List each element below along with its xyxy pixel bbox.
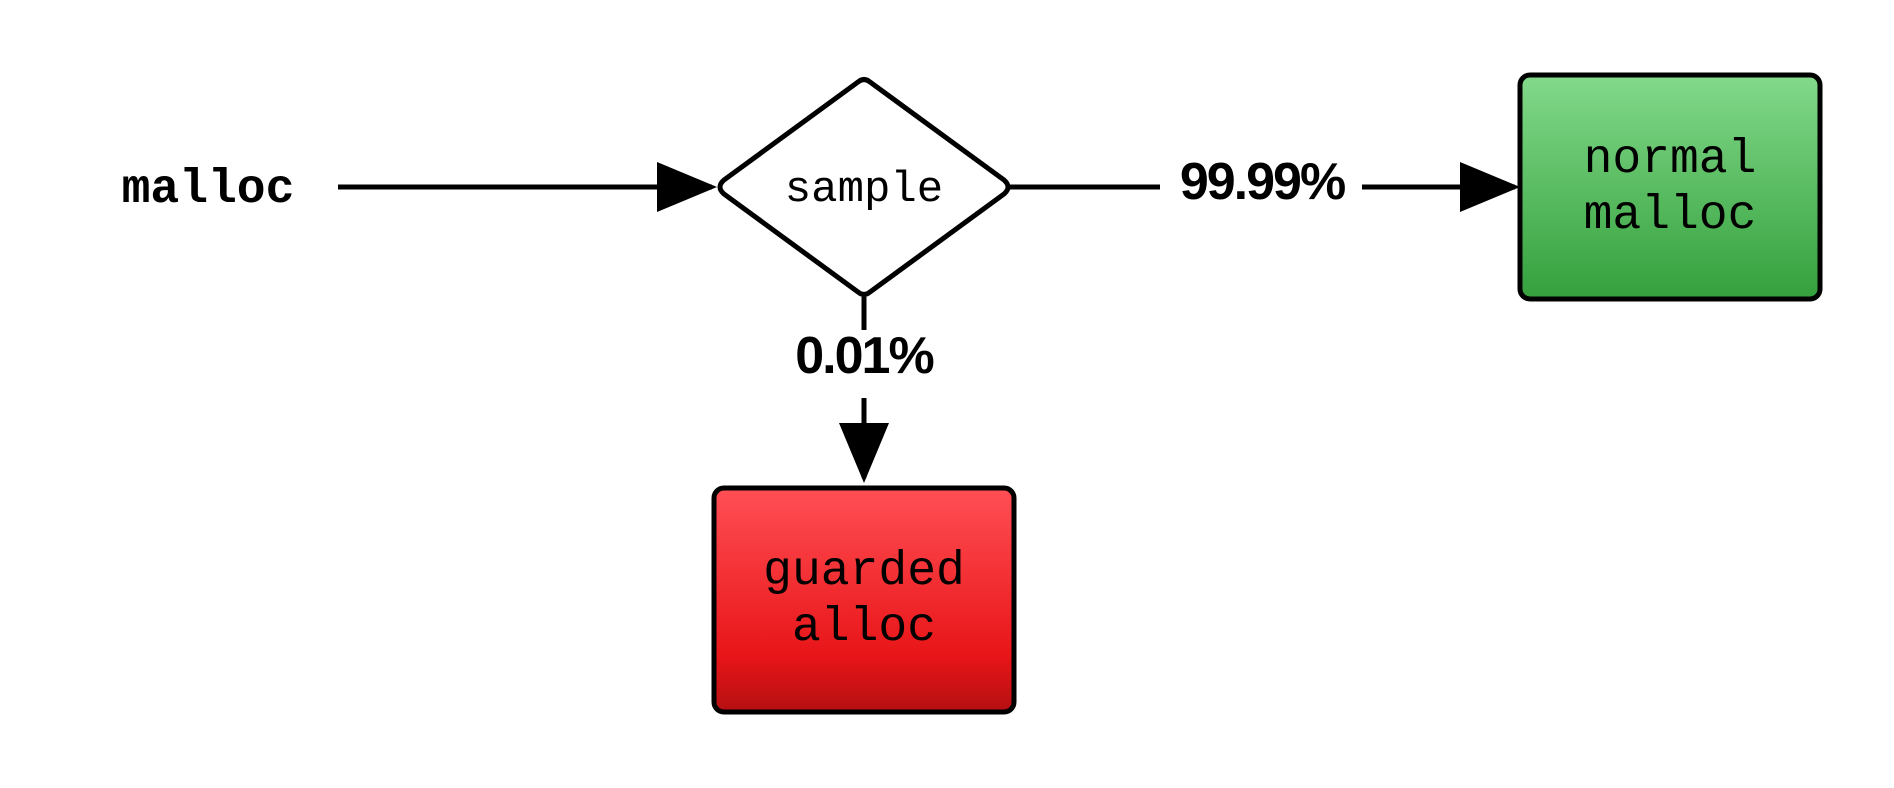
guarded-alloc-box: [711, 485, 1017, 715]
source-label: malloc: [122, 163, 295, 217]
decision-diamond: [717, 77, 1011, 297]
sample-decision-node: sample: [717, 77, 1011, 297]
normal-malloc-label-line1: normal: [1584, 133, 1757, 187]
edge-normal-label: 99.99%: [1180, 153, 1345, 211]
normal-malloc-label-line2: malloc: [1584, 189, 1757, 243]
normal-malloc-node: normal malloc: [1517, 72, 1823, 302]
guarded-alloc-node: guarded alloc: [711, 485, 1017, 715]
guarded-alloc-label-line1: guarded: [763, 545, 965, 599]
normal-malloc-box: [1517, 72, 1823, 302]
decision-label: sample: [785, 165, 943, 215]
guarded-alloc-label-line2: alloc: [792, 601, 936, 655]
edge-guarded-label: 0.01%: [795, 327, 933, 385]
